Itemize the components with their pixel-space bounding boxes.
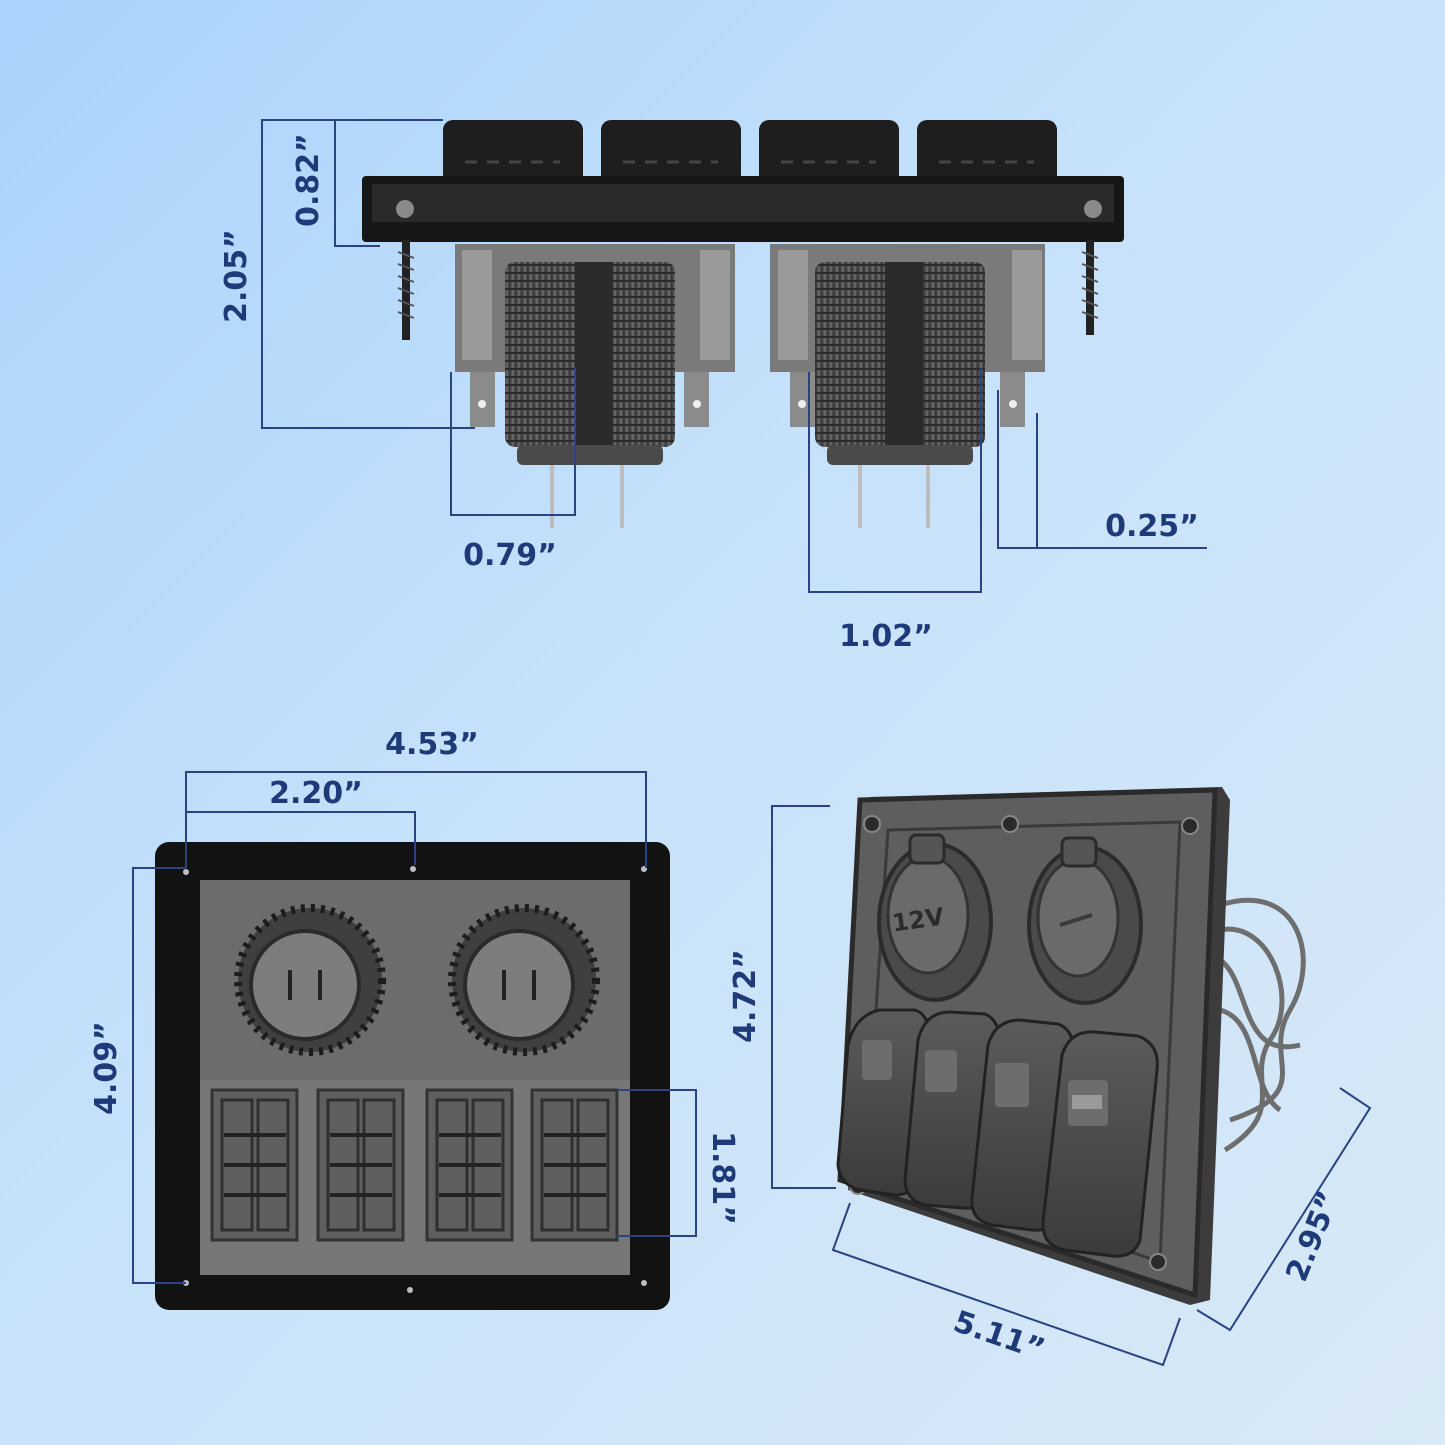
perspective-socket-12v: 12V xyxy=(877,833,993,1002)
side-view: 0.82” 2.05” 0.79” 1.02” 0.25” xyxy=(219,119,1207,654)
perspective-dimension-lines xyxy=(771,805,1372,1367)
dim-perspective-height: 4.72” xyxy=(728,949,763,1043)
dim-hole-spacing: 2.20” xyxy=(269,776,363,811)
rocker-4 xyxy=(1041,1030,1159,1258)
front-switch-4 xyxy=(530,1088,619,1242)
dim-overall-height: 4.09” xyxy=(89,1021,124,1115)
dim-plate-height: 0.82” xyxy=(291,133,326,227)
dim-total-depth: 2.05” xyxy=(219,229,254,323)
dim-terminal-width: 0.25” xyxy=(1105,509,1199,544)
dim-switch-height: 1.81” xyxy=(705,1131,740,1225)
front-socket-left xyxy=(234,904,386,1056)
front-view: 4.53” 2.20” 4.09” 1.81” xyxy=(89,727,740,1310)
front-switch-2 xyxy=(316,1088,405,1242)
dim-overall-width: 4.53” xyxy=(385,727,479,762)
perspective-rockers xyxy=(836,1008,1159,1258)
dim-socket-body-width: 1.02” xyxy=(839,619,933,654)
perspective-socket-usb xyxy=(1027,836,1143,1005)
mounting-screw-left xyxy=(397,240,415,340)
mounting-screw-right xyxy=(1081,240,1099,335)
socket-thread-left xyxy=(505,262,675,528)
front-socket-right xyxy=(448,904,600,1056)
front-switch-3 xyxy=(425,1088,514,1242)
side-dimension-lines xyxy=(261,119,1207,593)
perspective-view: 12V xyxy=(728,787,1372,1368)
dim-perspective-width: 5.11” xyxy=(949,1304,1049,1368)
dim-socket-width: 0.79” xyxy=(463,538,557,573)
terminals xyxy=(470,372,1025,427)
front-dimension-lines xyxy=(132,771,697,1284)
socket-thread-right xyxy=(815,262,985,528)
wiring-harness xyxy=(1218,897,1306,1153)
front-switches xyxy=(210,1088,619,1242)
front-switch-1 xyxy=(210,1088,299,1242)
